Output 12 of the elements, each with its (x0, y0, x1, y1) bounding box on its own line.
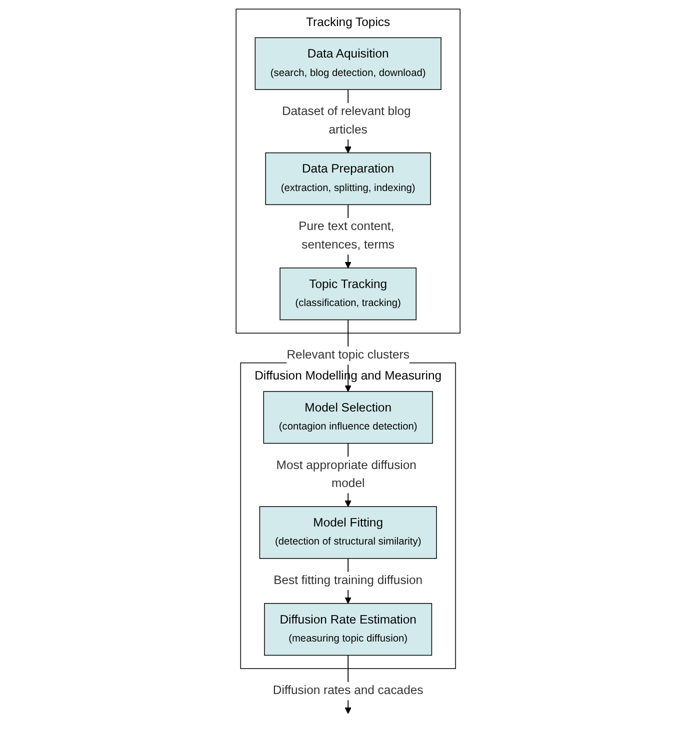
node-box: Model Selection (contagion influence detection) (263, 391, 433, 444)
edge-label: Relevant topic clusters (286, 348, 410, 362)
edge-label: Best fitting training diffusion (274, 574, 422, 588)
edge-label: Most appropriate diffusion model (276, 458, 416, 490)
node-box: Data Preparation (extraction, splitting, indexing) (265, 152, 431, 206)
node-box: Topic Tracking (classification, tracking) (280, 268, 416, 320)
node-box: Diffusion Rate Estimation (measuring topic diffusion) (264, 603, 432, 656)
edge-label: Dataset of relevant blog articles (282, 105, 411, 136)
node-box: Data Aquisition (search, blog detection, download) (254, 37, 442, 90)
edge-label: Pure text content, sentences, terms (298, 220, 394, 252)
node-box: Model Fitting (detection of structural similarity) (259, 506, 437, 559)
edge-label: Diffusion rates and cacades (272, 684, 424, 698)
